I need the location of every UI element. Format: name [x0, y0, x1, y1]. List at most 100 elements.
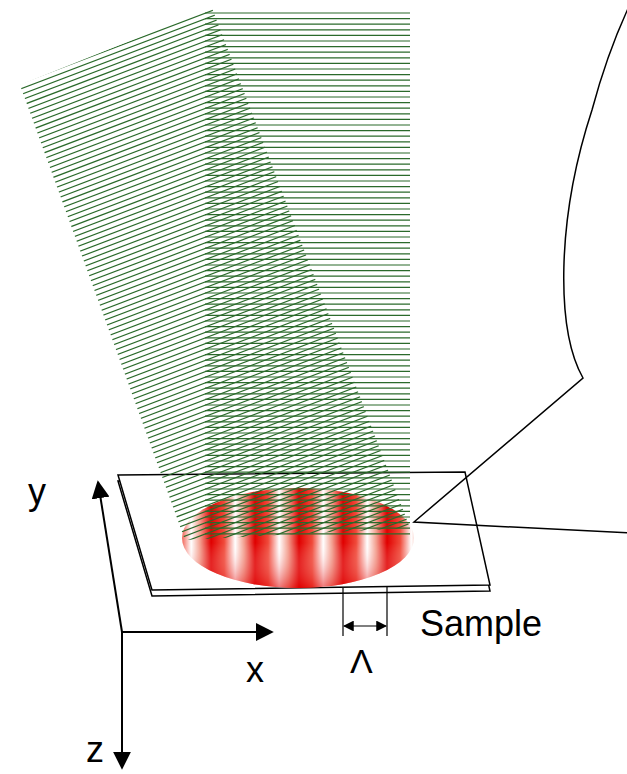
beam-line	[0, 0, 627, 119]
beam-line	[205, 197, 410, 198]
beam-line	[0, 402, 627, 645]
beam-line	[0, 44, 627, 287]
beam-line	[205, 388, 410, 389]
beam-line	[0, 190, 627, 433]
beam-line	[205, 124, 410, 125]
beam-line	[0, 117, 627, 360]
beam-line	[0, 374, 627, 617]
beam-line	[0, 229, 627, 472]
beam-line	[205, 208, 410, 209]
beam-line	[205, 270, 410, 271]
beam-line	[0, 83, 627, 326]
beam-line	[0, 106, 627, 349]
beam-line	[0, 335, 627, 578]
beam-line	[0, 324, 627, 567]
beam-line	[205, 382, 410, 383]
beam-line	[0, 386, 627, 629]
x-axis	[122, 631, 272, 633]
axis-label: y	[28, 474, 46, 510]
beam-line	[0, 486, 627, 729]
beam-line	[205, 264, 410, 265]
beam-line	[0, 548, 627, 774]
beam-line	[0, 268, 627, 511]
beam-line	[0, 128, 627, 371]
beam-line	[0, 55, 627, 298]
dimension-arrow	[344, 625, 386, 626]
beam-line	[0, 475, 627, 718]
beam-line	[205, 483, 410, 484]
fringe-shade	[182, 488, 414, 588]
beam-line	[205, 292, 410, 293]
beam-line	[205, 74, 410, 75]
beam-line	[0, 0, 627, 226]
beam-line	[0, 201, 627, 444]
beam-line	[0, 0, 627, 214]
beam-line	[0, 0, 627, 147]
beam-line	[0, 0, 627, 181]
beam-line	[205, 136, 410, 137]
beam-line	[205, 332, 410, 333]
beam-line	[0, 436, 627, 679]
beam-line	[205, 304, 410, 305]
beam-line	[205, 248, 410, 249]
beam-line	[205, 186, 410, 187]
beam-line	[0, 22, 627, 265]
beam-line	[205, 236, 410, 237]
beam-line	[205, 477, 410, 478]
beam-line	[0, 526, 627, 769]
beam-line	[205, 253, 410, 254]
beam-line	[0, 78, 627, 321]
beam-line	[205, 130, 410, 131]
beam-line	[0, 0, 627, 108]
beam-line	[0, 430, 627, 673]
beam-line	[0, 0, 627, 237]
beam-line	[0, 16, 627, 259]
beam-line	[205, 371, 410, 372]
beam-line	[0, 369, 627, 612]
beam-line	[0, 302, 627, 545]
axis-label: x	[246, 652, 264, 688]
beam-line	[0, 0, 627, 192]
beam-line	[0, 184, 627, 427]
beam-line	[0, 0, 627, 114]
beam-line	[205, 85, 410, 86]
beam-line	[0, 330, 627, 573]
dimension-tick	[342, 588, 343, 636]
beam-line	[0, 0, 627, 209]
y-axis	[98, 482, 122, 632]
beam-line	[0, 173, 627, 416]
beam-line	[205, 348, 410, 349]
axis-label: z	[86, 732, 104, 768]
beam-line	[205, 360, 410, 361]
beam-line	[205, 35, 410, 36]
sample-label: Sample	[420, 606, 542, 642]
beam-line	[205, 438, 410, 439]
beam-line	[205, 298, 410, 299]
beam-line	[205, 522, 410, 523]
beam-line	[0, 27, 627, 270]
beam-line	[0, 296, 627, 539]
beam-line	[205, 354, 410, 355]
beam-line	[205, 533, 410, 534]
beam-line	[0, 341, 627, 584]
beam-line	[0, 481, 627, 724]
beam-line	[0, 206, 627, 449]
beam-line	[205, 259, 410, 260]
beam-line	[205, 231, 410, 232]
beam-line	[0, 453, 627, 696]
beam-line	[205, 52, 410, 53]
beam-line	[205, 494, 410, 495]
beam-line	[205, 80, 410, 81]
beam-line	[205, 281, 410, 282]
beam-line	[0, 307, 627, 550]
beam-line	[205, 175, 410, 176]
beam-line	[205, 488, 410, 489]
beam-line	[0, 234, 627, 477]
beam-line	[205, 18, 410, 19]
beam-line	[0, 134, 627, 377]
beam-line	[0, 503, 627, 746]
beam-line	[205, 449, 410, 450]
beam-line	[205, 147, 410, 148]
